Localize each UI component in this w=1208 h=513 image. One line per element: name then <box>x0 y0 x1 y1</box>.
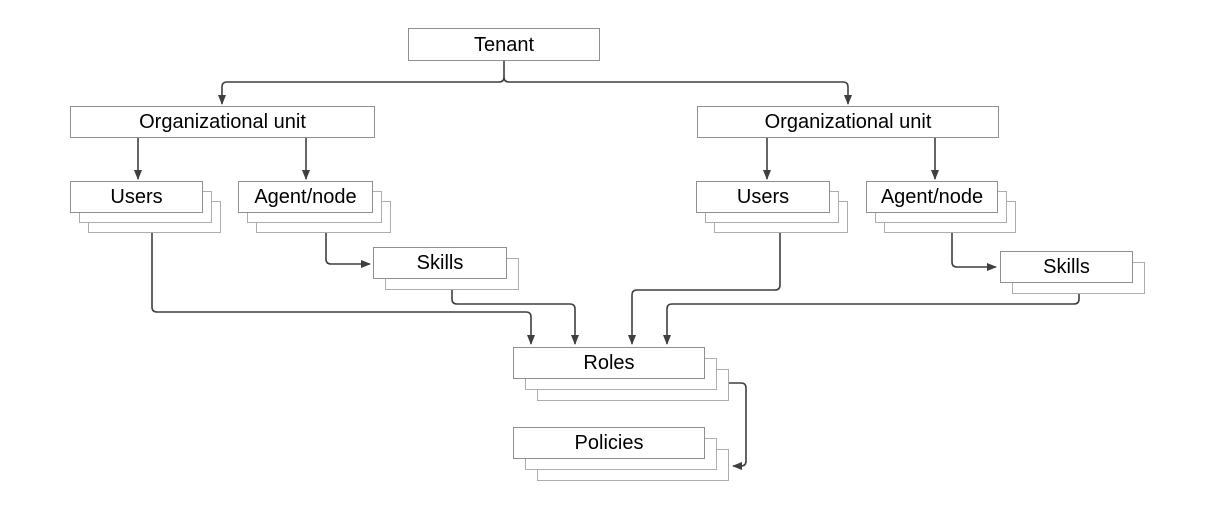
node-agent-node-right: Agent/node <box>866 181 1016 233</box>
node-skills-left: Skills <box>373 247 519 290</box>
node-users-right: Users <box>696 181 848 233</box>
node-org-unit-right: Organizational unit <box>697 106 999 138</box>
edge-roles-to-policies <box>729 382 747 470</box>
node-tenant-box: Tenant <box>408 28 600 61</box>
node-tenant-label: Tenant <box>473 33 535 56</box>
node-skills-right-box: Skills <box>1000 251 1133 283</box>
node-agent-node-right-label: Agent/node <box>880 186 984 208</box>
node-org-unit-left-box: Organizational unit <box>70 106 375 138</box>
node-policies: Policies <box>513 427 729 481</box>
node-org-unit-right-box: Organizational unit <box>697 106 999 138</box>
node-policies-box: Policies <box>513 427 705 459</box>
node-skills-left-label: Skills <box>416 252 464 274</box>
node-roles-box: Roles <box>513 347 705 379</box>
node-users-left-label: Users <box>110 186 163 208</box>
edge-tenant-to-org-right <box>503 76 852 105</box>
node-users-left-box: Users <box>70 181 203 213</box>
node-users-left: Users <box>70 181 221 233</box>
node-org-unit-left: Organizational unit <box>70 106 375 138</box>
edge-users-right-to-roles <box>628 233 781 345</box>
node-skills-right: Skills <box>1000 251 1145 294</box>
node-policies-label: Policies <box>574 432 644 454</box>
node-skills-right-label: Skills <box>1043 256 1090 278</box>
node-org-unit-right-label: Organizational unit <box>764 111 932 133</box>
node-agent-node-left-box: Agent/node <box>238 181 373 213</box>
edge-tenant-to-org-left <box>218 61 505 105</box>
node-tenant: Tenant <box>408 28 600 61</box>
node-agent-node-left-label: Agent/node <box>254 186 357 208</box>
edge-agent-right-to-skills-right <box>951 233 997 271</box>
node-org-unit-left-label: Organizational unit <box>139 111 306 133</box>
edge-skills-left-to-roles <box>451 290 579 345</box>
node-agent-node-left: Agent/node <box>238 181 391 233</box>
node-users-right-box: Users <box>696 181 830 213</box>
edge-users-left-to-roles <box>151 233 535 345</box>
node-users-right-label: Users <box>736 186 790 208</box>
node-roles: Roles <box>513 347 729 401</box>
edge-agent-left-to-skills-left <box>325 233 371 268</box>
node-roles-label: Roles <box>583 352 635 374</box>
node-skills-left-box: Skills <box>373 247 507 279</box>
edge-skills-right-to-roles <box>663 294 1080 345</box>
node-agent-node-right-box: Agent/node <box>866 181 998 213</box>
